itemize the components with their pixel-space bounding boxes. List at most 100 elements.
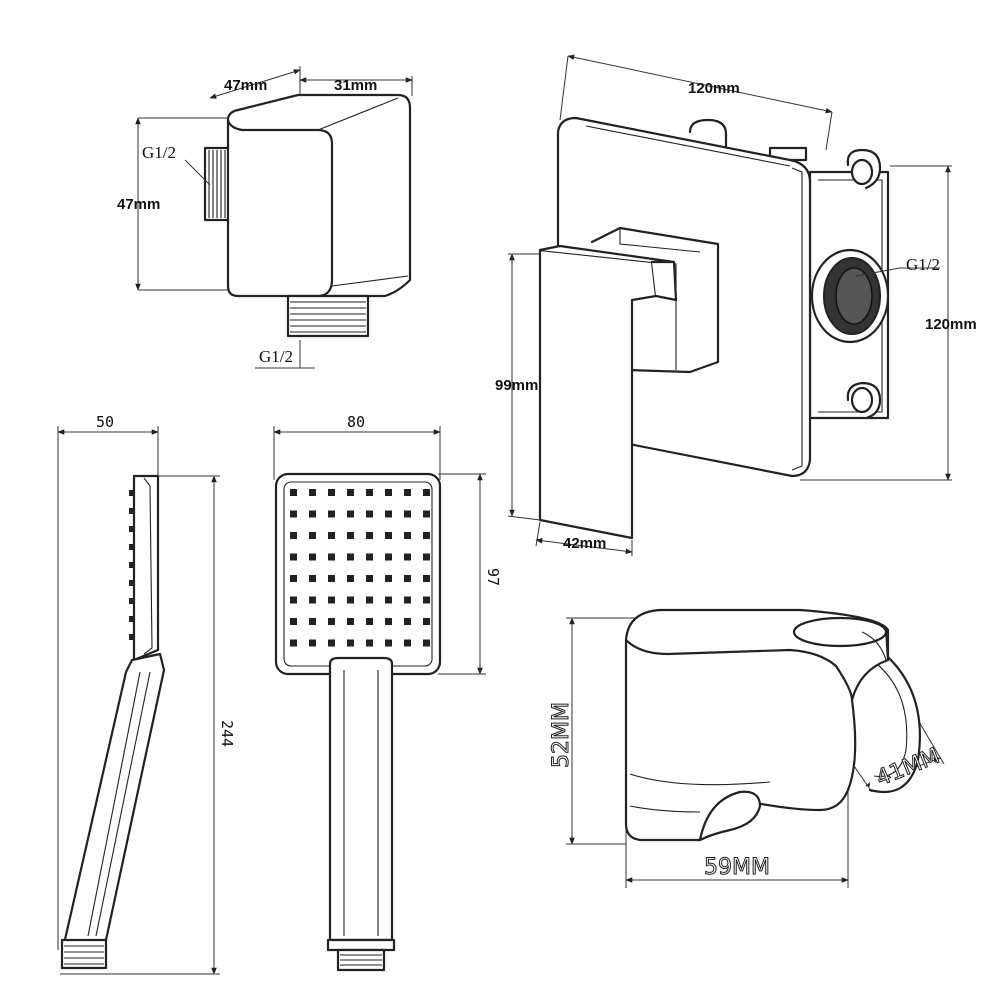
nozzle [290,596,297,604]
outlet-width-label: 31mm [334,77,377,94]
handset-side-width-label: 50 [96,413,114,431]
nozzle [423,532,430,539]
nozzle [347,553,354,561]
nozzle [309,575,316,582]
nozzle [328,618,335,625]
nozzle [385,510,392,518]
nozzle [366,532,373,539]
handset-front-handle [328,656,394,942]
nozzle [309,639,316,647]
nozzle [404,596,411,604]
nozzle [290,575,297,582]
nozzle [328,510,335,518]
nozzle [328,575,335,582]
nozzle [290,618,297,625]
nozzle [385,553,392,561]
handset-side-handle [62,652,166,946]
nozzle [290,553,297,561]
nozzle [309,532,316,539]
outlet-bottom-thread-label: G1/2 [259,347,293,366]
nozzle [385,489,392,496]
mixer-back-box [808,148,890,420]
nozzle [328,553,335,561]
nozzle [290,532,297,539]
nozzle [328,639,335,647]
outlet-depth-label: 47mm [224,77,267,94]
nozzle [309,553,316,561]
mixer-height-label: 120mm [925,316,977,333]
nozzle [423,618,430,625]
nozzle [309,510,316,518]
nozzle [309,618,316,625]
holder-top-bore [792,616,888,648]
nozzle [404,575,411,582]
nozzle [423,510,430,518]
nozzle [290,489,297,496]
outlet-side-thread-label: G1/2 [142,143,176,162]
nozzle [347,532,354,539]
mixer-thread-label: G1/2 [906,255,940,274]
handset-side-thread [60,938,108,970]
nozzle [366,510,373,518]
nozzle [366,639,373,647]
nozzle [423,639,430,647]
nozzle [385,618,392,625]
handset-head-label: 97 [484,568,502,586]
mixer-width-label: 120mm [688,80,740,97]
holder-height-label: 52MM [549,702,574,768]
nozzle [404,489,411,496]
nozzle [328,489,335,496]
nozzle [366,575,373,582]
nozzle [309,596,316,604]
holder-drawing: 52MM 59MM 41MM [549,608,945,888]
handset-front-head [274,472,442,676]
nozzle [347,639,354,647]
nozzle [385,639,392,647]
mixer-drawing: 120mm 120mm 99mm 42mm G1/2 [495,54,977,556]
wall-outlet-drawing: 47mm 31mm 47mm G1/2 G1/2 [117,66,413,369]
nozzle [366,618,373,625]
nozzle [347,575,354,582]
mixer-handle-width-dim-line [535,538,633,554]
nozzle [347,510,354,518]
mixer-handle-width-label: 42mm [563,535,606,552]
nozzle [385,596,392,604]
handset-front-nozzle-grid [290,489,430,647]
nozzle [347,489,354,496]
nozzle [366,489,373,496]
mixer-width-dim-line [567,54,833,114]
mixer-handle-height-label: 99mm [495,377,538,394]
handset-side-nozzles [129,490,134,640]
nozzle [423,553,430,561]
outlet-depth-dim-line [209,69,301,99]
nozzle [423,489,430,496]
nozzle [328,532,335,539]
nozzle [404,532,411,539]
nozzle [385,532,392,539]
outlet-body-outline [226,93,412,298]
holder-hook-slot [698,790,762,842]
nozzle [423,575,430,582]
nozzle [290,510,297,518]
nozzle [290,639,297,647]
holder-width-label: 59MM [704,855,770,880]
nozzle [404,510,411,518]
nozzle [423,596,430,604]
handset-side-head [132,474,160,662]
nozzle [309,489,316,496]
nozzle [347,618,354,625]
handset-front-view-drawing: 80 97 [273,413,502,972]
outlet-height-label: 47mm [117,196,160,213]
handset-front-thread [326,938,396,972]
handset-side-view-drawing: 50 244 [57,413,236,975]
nozzle [404,618,411,625]
nozzle [404,639,411,647]
nozzle [366,553,373,561]
nozzle [385,575,392,582]
handset-front-width-label: 80 [347,413,365,431]
nozzle [366,596,373,604]
nozzle [404,553,411,561]
outlet-bottom-thread [286,294,370,338]
handset-length-label: 244 [218,720,236,747]
